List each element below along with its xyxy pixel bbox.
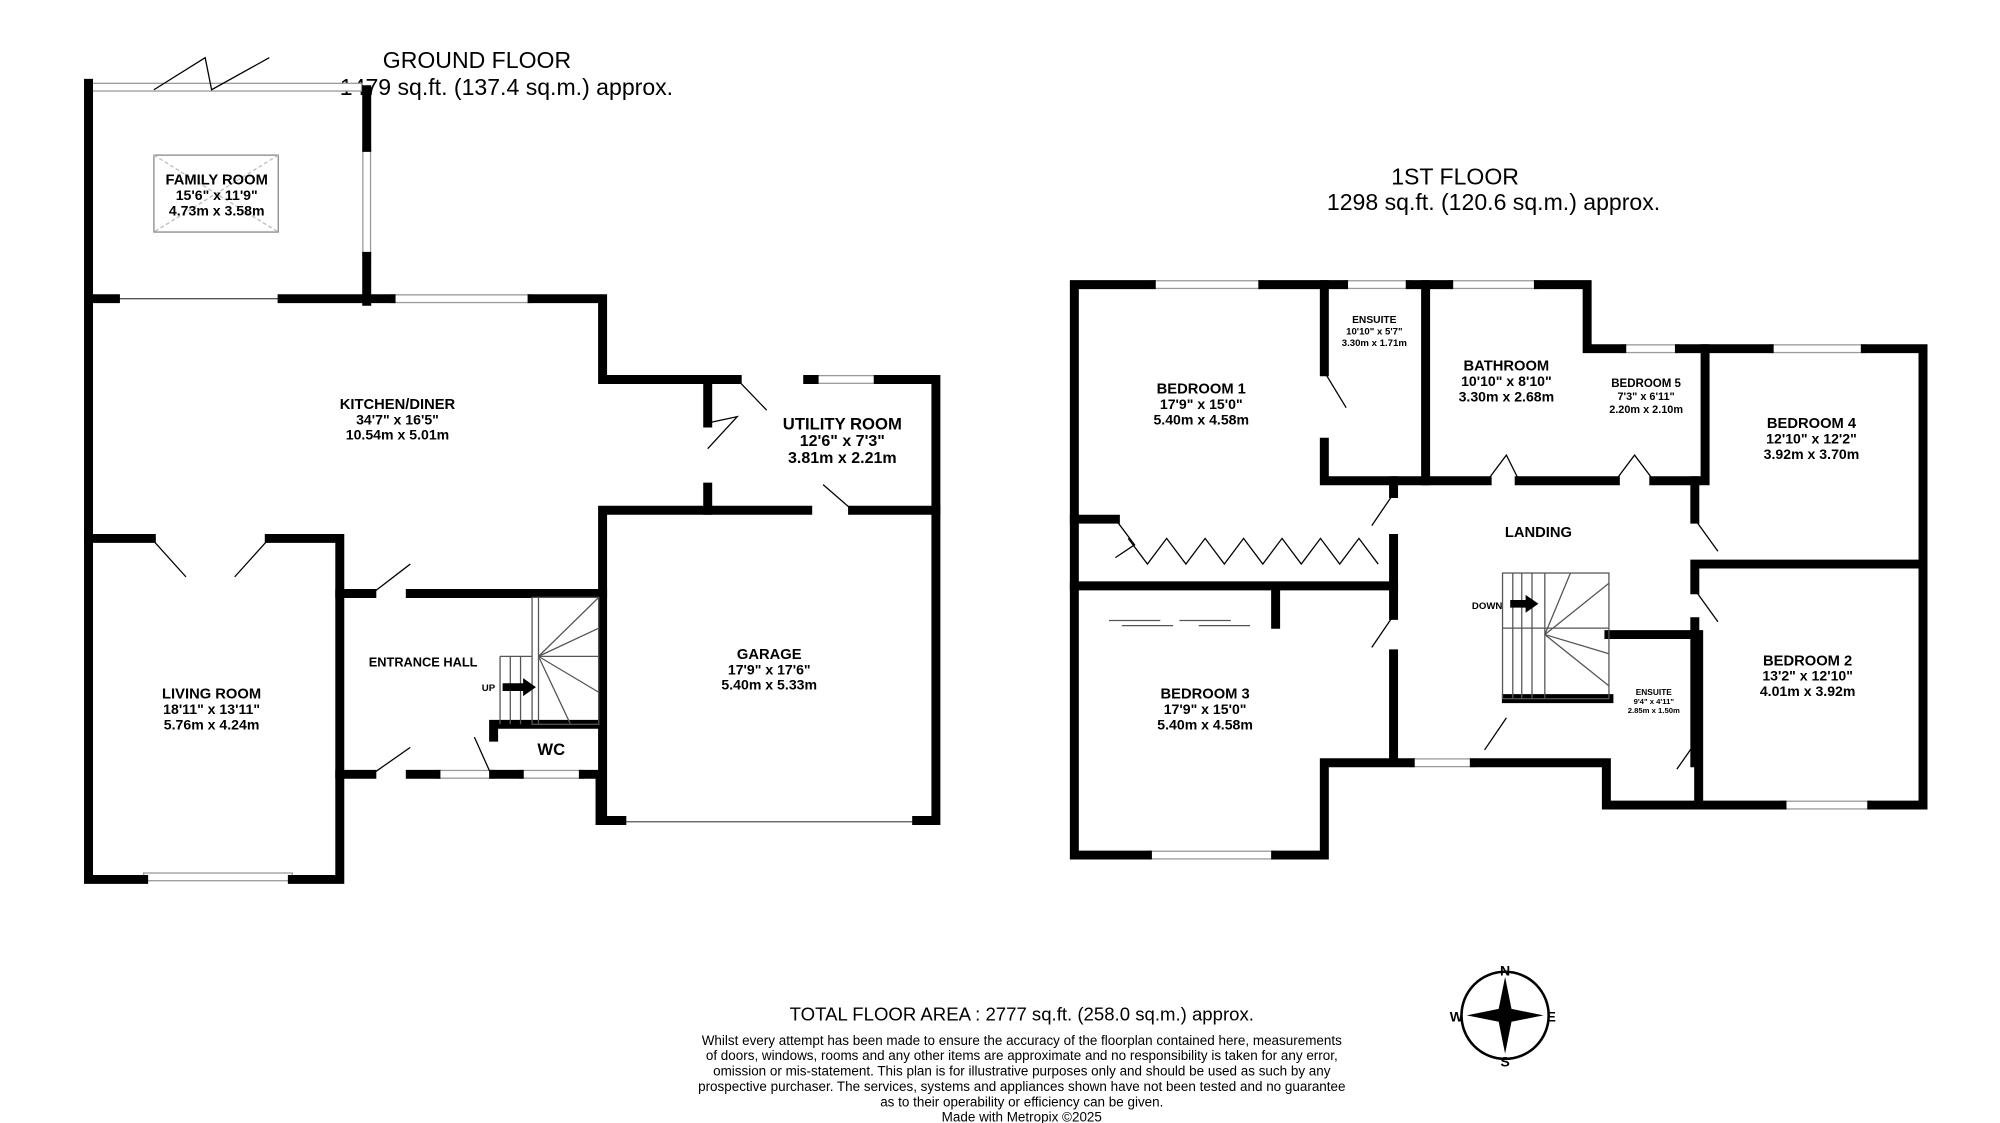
first-floor-area: 1298 sq.ft. (120.6 sq.m.) approx. — [1327, 189, 1660, 215]
room-entrance-hall: ENTRANCE HALL — [369, 655, 478, 670]
svg-text:3.30m x 2.68m: 3.30m x 2.68m — [1459, 388, 1555, 404]
window — [143, 872, 293, 882]
room-family-room: FAMILY ROOM 15'6" x 11'9" 4.73m x 3.58m — [166, 173, 268, 219]
svg-text:BEDROOM 3: BEDROOM 3 — [1160, 687, 1249, 703]
svg-text:5.40m x 4.58m: 5.40m x 4.58m — [1153, 411, 1249, 427]
svg-text:5.40m x 4.58m: 5.40m x 4.58m — [1157, 716, 1253, 732]
disclaimer-line: prospective purchaser. The services, sys… — [698, 1079, 1345, 1094]
room-kitchen-diner: KITCHEN/DINER 34'7" x 16'5" 10.54m x 5.0… — [340, 397, 456, 443]
room-utility-room: UTILITY ROOM 12'6" x 7'3" 3.81m x 2.21m — [783, 414, 902, 466]
ground-floor-area: 1479 sq.ft. (137.4 sq.m.) approx. — [340, 74, 673, 100]
ground-floor-title: GROUND FLOOR — [383, 47, 571, 73]
svg-text:9'4" x 4'11": 9'4" x 4'11" — [1634, 697, 1675, 706]
svg-text:ENSUITE: ENSUITE — [1352, 315, 1397, 326]
stairs-down-arrow-icon — [1510, 594, 1539, 613]
svg-text:BEDROOM 2: BEDROOM 2 — [1763, 653, 1852, 669]
svg-text:2.20m x 2.10m: 2.20m x 2.10m — [1609, 404, 1683, 416]
svg-text:FAMILY ROOM: FAMILY ROOM — [166, 173, 268, 189]
bifold-door — [91, 82, 363, 92]
svg-text:LIVING ROOM: LIVING ROOM — [162, 687, 261, 703]
window — [813, 374, 879, 384]
stairs-down-label: DOWN — [1472, 601, 1502, 612]
svg-text:17'9" x 17'6": 17'9" x 17'6" — [728, 661, 811, 677]
svg-text:5.76m x 4.24m: 5.76m x 4.24m — [164, 716, 260, 732]
compass-west: W — [1450, 1009, 1464, 1025]
footer: TOTAL FLOOR AREA : 2777 sq.ft. (258.0 sq… — [698, 1003, 1345, 1123]
ground-floor-plan: GROUND FLOOR 1479 sq.ft. (137.4 sq.m.) a… — [84, 47, 941, 884]
room-garage: GARAGE 17'9" x 17'6" 5.40m x 5.33m — [721, 647, 817, 693]
svg-text:10.54m x 5.01m: 10.54m x 5.01m — [346, 427, 449, 443]
room-wc: WC — [537, 740, 565, 759]
svg-text:18'11" x 13'11": 18'11" x 13'11" — [163, 701, 260, 717]
credit: Made with Metropix ©2025 — [942, 1110, 1102, 1123]
room-bathroom: BATHROOM 10'10" x 8'10" 3.30m x 2.68m — [1459, 358, 1555, 404]
stairs-up-arrow-icon — [502, 678, 536, 697]
compass-south: S — [1500, 1054, 1509, 1070]
stairs — [1501, 572, 1610, 700]
svg-text:3.92m x 3.70m: 3.92m x 3.70m — [1764, 446, 1860, 462]
svg-text:BEDROOM 1: BEDROOM 1 — [1157, 382, 1246, 398]
compass-north: N — [1500, 963, 1510, 979]
svg-text:17'9" x 15'0": 17'9" x 15'0" — [1160, 396, 1243, 412]
svg-text:3.30m x 1.71m: 3.30m x 1.71m — [1342, 338, 1407, 349]
room-bedroom-2: BEDROOM 2 13'2" x 12'10" 4.01m x 3.92m — [1760, 653, 1856, 699]
svg-text:13'2" x 12'10": 13'2" x 12'10" — [1762, 668, 1853, 684]
total-floor-area: TOTAL FLOOR AREA : 2777 sq.ft. (258.0 sq… — [790, 1003, 1254, 1024]
svg-text:4.01m x 3.92m: 4.01m x 3.92m — [1760, 683, 1856, 699]
svg-text:12'10" x 12'2": 12'10" x 12'2" — [1766, 431, 1857, 447]
svg-text:KITCHEN/DINER: KITCHEN/DINER — [340, 397, 456, 413]
room-bedroom-1: BEDROOM 1 17'9" x 15'0" 5.40m x 4.58m — [1153, 382, 1249, 428]
room-ensuite-2: ENSUITE 9'4" x 4'11" 2.85m x 1.50m — [1628, 687, 1680, 715]
svg-text:GARAGE: GARAGE — [737, 647, 802, 663]
svg-text:10'10" x 5'7": 10'10" x 5'7" — [1346, 327, 1402, 338]
svg-text:12'6" x 7'3": 12'6" x 7'3" — [800, 432, 885, 450]
room-landing: LANDING — [1505, 525, 1572, 541]
svg-text:BEDROOM 4: BEDROOM 4 — [1767, 416, 1857, 432]
window — [362, 146, 372, 258]
stairs — [499, 596, 600, 725]
first-floor-title: 1ST FLOOR — [1391, 164, 1519, 190]
svg-text:15'6" x 11'9": 15'6" x 11'9" — [176, 187, 258, 203]
window — [518, 769, 585, 779]
svg-text:BATHROOM: BATHROOM — [1464, 358, 1550, 374]
svg-text:34'7" x 16'5": 34'7" x 16'5" — [356, 411, 439, 427]
compass-east: E — [1547, 1009, 1556, 1025]
svg-text:ENSUITE: ENSUITE — [1636, 687, 1673, 697]
svg-text:3.81m x 2.21m: 3.81m x 2.21m — [788, 449, 897, 467]
room-living-room: LIVING ROOM 18'11" x 13'11" 5.76m x 4.24… — [162, 687, 261, 733]
room-bedroom-5: BEDROOM 5 7'3" x 6'11" 2.20m x 2.10m — [1609, 378, 1683, 416]
svg-text:5.40m x 5.33m: 5.40m x 5.33m — [721, 677, 817, 693]
svg-text:4.73m x 3.58m: 4.73m x 3.58m — [169, 202, 265, 218]
first-floor-plan: 1ST FLOOR 1298 sq.ft. (120.6 sq.m.) appr… — [1069, 164, 1928, 860]
window — [435, 769, 495, 779]
room-bedroom-4: BEDROOM 4 12'10" x 12'2" 3.92m x 3.70m — [1764, 416, 1860, 462]
svg-text:17'9" x 15'0": 17'9" x 15'0" — [1164, 701, 1247, 717]
svg-text:7'3" x 6'11": 7'3" x 6'11" — [1618, 391, 1675, 403]
stairs-up-label: UP — [482, 683, 496, 694]
room-ensuite-1: ENSUITE 10'10" x 5'7" 3.30m x 1.71m — [1342, 315, 1407, 349]
room-bedroom-3: BEDROOM 3 17'9" x 15'0" 5.40m x 4.58m — [1157, 687, 1253, 733]
disclaimer-line: Whilst every attempt has been made to en… — [702, 1033, 1342, 1048]
svg-text:10'10" x 8'10": 10'10" x 8'10" — [1461, 373, 1552, 389]
compass-icon: N E S W — [1450, 963, 1556, 1070]
svg-text:2.85m x 1.50m: 2.85m x 1.50m — [1628, 706, 1680, 715]
disclaimer-line: omission or mis-statement. This plan is … — [713, 1064, 1331, 1079]
disclaimer-line: of doors, windows, rooms and any other i… — [706, 1048, 1338, 1063]
svg-text:BEDROOM 5: BEDROOM 5 — [1611, 378, 1681, 390]
svg-text:UTILITY ROOM: UTILITY ROOM — [783, 414, 902, 433]
disclaimer-line: as to their operability or efficiency ca… — [880, 1094, 1163, 1109]
window — [390, 294, 533, 304]
